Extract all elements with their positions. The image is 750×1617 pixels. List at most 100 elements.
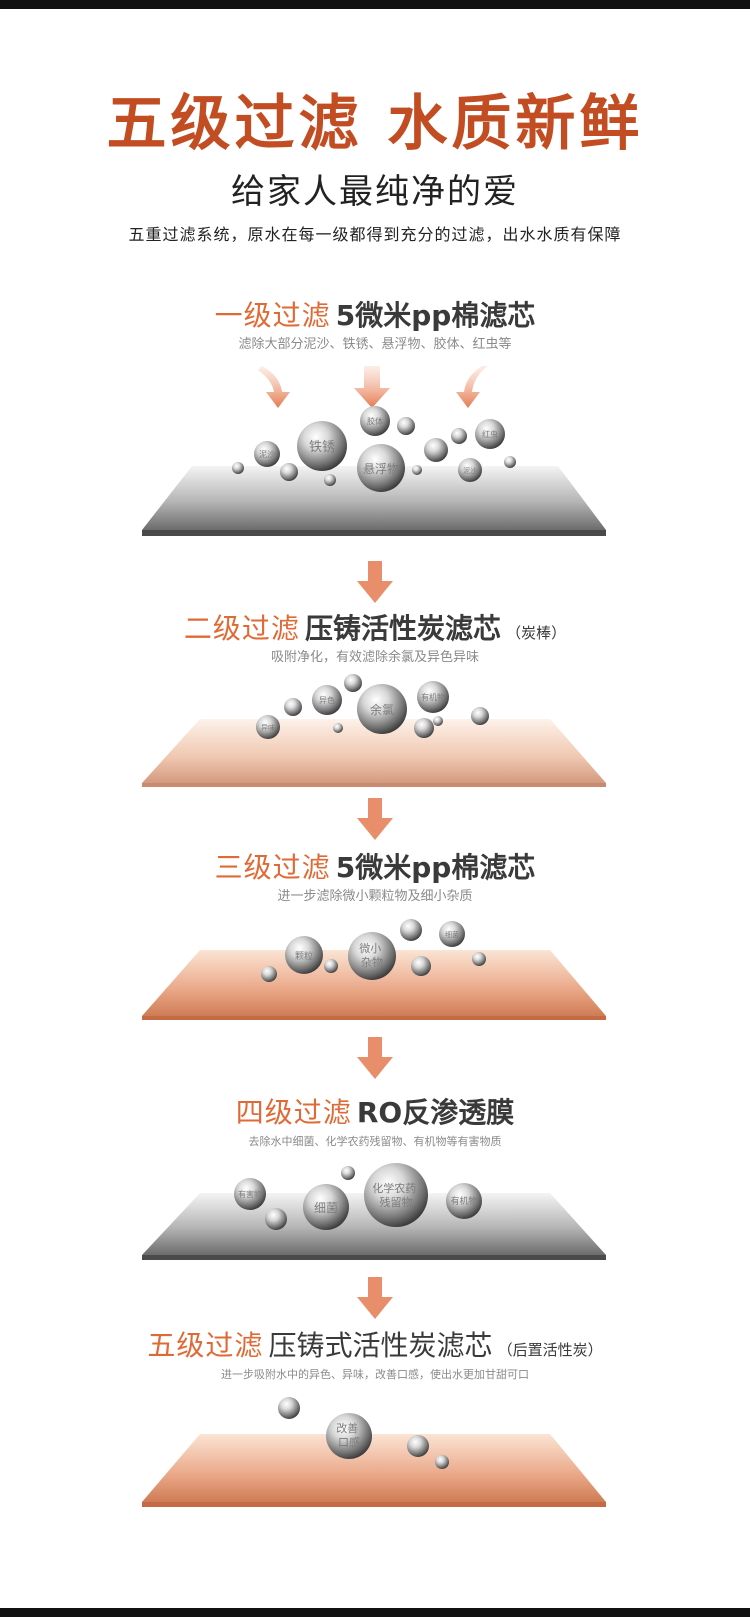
bubble (344, 674, 362, 692)
stage-level: 一级过滤 (214, 299, 331, 332)
stage-title: 三级过滤 5微米pp棉滤芯 (0, 848, 750, 892)
bottom-border (0, 1608, 750, 1617)
bubble-label: 泥沙 (463, 467, 477, 475)
bubble (411, 956, 431, 976)
stage-name: 压铸活性炭滤芯 (304, 612, 501, 645)
filter-stage-3: 三级过滤 5微米pp棉滤芯 进一步滤除微小颗粒物及细小杂质 微小 杂物 颗粒 细… (0, 848, 750, 1038)
impurity-bubbles: 铁锈 悬浮物 泥沙 胶体 红虫 泥沙 (232, 406, 516, 492)
bubble (400, 919, 422, 941)
bubble (357, 684, 407, 734)
bubble (407, 1435, 429, 1457)
bubble (364, 1163, 428, 1227)
bubble (324, 474, 336, 486)
filter-layer-scene: 改善 口感 (142, 1397, 606, 1507)
bubble (475, 419, 505, 449)
stage-title: 二级过滤 压铸活性炭滤芯 （炭棒） (0, 609, 750, 653)
bubble-label: 胶体 (367, 416, 383, 426)
bubble (458, 458, 482, 482)
bubble-label: 有害物 (238, 1189, 262, 1199)
bubble (326, 1413, 372, 1459)
impurity-bubbles: 余氯 异色 有机物 异味 (256, 674, 489, 739)
impurity-bubbles: 改善 口感 (278, 1397, 449, 1469)
bubble-label: 细菌 (445, 930, 459, 939)
bubble (397, 417, 415, 435)
bubble (324, 959, 338, 973)
bubble (414, 718, 434, 738)
bubble-label: 颗粒 (295, 950, 313, 962)
stage-level: 三级过滤 (214, 851, 331, 884)
stage-title: 五级过滤 压铸式活性炭滤芯 （后置活性炭） (0, 1326, 750, 1370)
bubble (433, 716, 443, 726)
bubble-label: 异味 (261, 723, 275, 732)
arrow-down-icon (357, 561, 393, 603)
arrow-down-icon (357, 1037, 393, 1079)
stage-desc: 吸附净化，有效滤除余氯及异色异味 (270, 650, 479, 665)
bubble-label: 细菌 (314, 1201, 338, 1215)
bubble (285, 936, 323, 974)
stage-title: 四级过滤 RO反渗透膜 (0, 1093, 750, 1137)
filter-stage-5: 五级过滤 压铸式活性炭滤芯 （后置活性炭） 进一步吸附水中的异色、异味，改善口感… (0, 1326, 750, 1516)
bubble (446, 1183, 482, 1219)
bubble (265, 1208, 287, 1230)
filter-plate (142, 466, 606, 530)
arrow-down-icon (357, 1277, 393, 1319)
filter-layer-scene: 余氯 异色 有机物 异味 (142, 674, 606, 787)
bubble (303, 1184, 349, 1230)
bubble-label: 异色 (319, 695, 335, 705)
bubble (412, 465, 422, 475)
stage-desc: 去除水中细菌、化学农药残留物、有机物等有害物质 (248, 1135, 502, 1148)
arrow-down-icon (357, 798, 393, 840)
subheadline: 给家人最纯净的爱 (231, 172, 519, 212)
stage-desc: 滤除大部分泥沙、铁锈、悬浮物、胶体、红虫等 (238, 337, 512, 352)
filter-stage-4: 四级过滤 RO反渗透膜 去除水中细菌、化学农药残留物、有机物等有害物质 化学农药… (0, 1093, 750, 1273)
bubble-label: 有机物 (421, 692, 445, 702)
bubble (471, 707, 489, 725)
stage-name: RO反渗透膜 (356, 1096, 515, 1129)
bubble (254, 441, 280, 467)
stage-title: 一级过滤 5微米pp棉滤芯 (0, 296, 750, 340)
bubble (357, 444, 405, 492)
bubble-label: 铁锈 (309, 440, 335, 455)
bubble (504, 456, 516, 468)
bubble-label: 微小 杂物 (359, 941, 385, 969)
bubble (312, 685, 342, 715)
stage-level: 五级过滤 (147, 1329, 264, 1362)
filter-plate (142, 950, 606, 1016)
bubble (284, 698, 302, 716)
stage-name: 5微米pp棉滤芯 (335, 299, 536, 332)
bubble (278, 1397, 300, 1419)
top-border (0, 0, 750, 9)
stage-note: （炭棒） (506, 624, 567, 642)
bubble (234, 1178, 266, 1210)
filter-layer-scene: 铁锈 悬浮物 泥沙 胶体 红虫 泥沙 (142, 366, 606, 536)
stage-desc: 进一步吸附水中的异色、异味，改善口感，使出水更加甘甜可口 (221, 1368, 529, 1381)
bubble (341, 1166, 355, 1180)
impurity-bubbles: 化学农药 残留物 细菌 有机物 有害物 (234, 1163, 482, 1230)
bubble-label: 悬浮物 (363, 462, 399, 476)
filter-plate (142, 1434, 606, 1502)
stage-name: 压铸式活性炭滤芯 (268, 1329, 493, 1362)
filter-plate (142, 719, 606, 783)
stage-name: 5微米pp棉滤芯 (335, 851, 536, 884)
bubble-label: 余氯 (370, 702, 394, 717)
stage-note: （后置活性炭） (497, 1341, 603, 1359)
bubble-label: 有机物 (450, 1195, 477, 1207)
stage-level: 四级过滤 (235, 1096, 352, 1129)
bubble (348, 932, 396, 980)
filter-layer-scene: 化学农药 残留物 细菌 有机物 有害物 (142, 1163, 606, 1260)
filter-stage-2: 二级过滤 压铸活性炭滤芯 （炭棒） 吸附净化，有效滤除余氯及异色异味 余氯 异色… (0, 609, 750, 799)
bubble (417, 681, 449, 713)
stage-desc: 进一步滤除微小颗粒物及细小杂质 (277, 889, 473, 904)
bubble-label: 改善 口感 (336, 1421, 362, 1449)
bubble (424, 438, 448, 462)
bubble-label: 泥沙 (259, 450, 275, 459)
bubble (439, 921, 465, 947)
bubble (472, 952, 486, 966)
tagline: 五重过滤系统，原水在每一级都得到充分的过滤，出水水质有保障 (128, 225, 622, 244)
bubble (232, 462, 244, 474)
filter-plate (142, 1193, 606, 1255)
bubble (297, 421, 347, 471)
bubble (333, 723, 343, 733)
bubble (360, 406, 390, 436)
filter-stage-1: 一级过滤 5微米pp棉滤芯 滤除大部分泥沙、铁锈、悬浮物、胶体、红虫等 (0, 296, 750, 546)
